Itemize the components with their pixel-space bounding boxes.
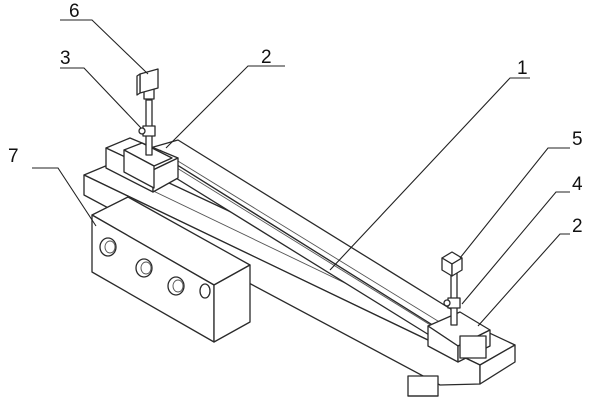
right-post-assembly (441, 251, 463, 326)
left-post-assembly (136, 68, 159, 156)
right-end-block (427, 311, 491, 363)
knob-4 (199, 283, 211, 299)
label-part-2-right: 2 (572, 216, 583, 237)
label-part-3: 3 (60, 48, 71, 69)
knob-2 (135, 258, 153, 278)
label-part-4: 4 (572, 174, 583, 195)
label-part-2-left: 2 (261, 47, 272, 68)
part-labels: 6 3 2 1 5 4 2 7 (8, 1, 583, 237)
left-end-block (105, 137, 179, 193)
sensor-head (441, 251, 463, 277)
label-part-5: 5 (572, 129, 583, 150)
knob-1 (99, 237, 117, 257)
label-part-7: 7 (8, 146, 19, 167)
label-part-6: 6 (69, 1, 80, 22)
label-part-1: 1 (517, 58, 528, 79)
leader-lines (32, 19, 570, 327)
knob-3 (167, 276, 185, 296)
sensor-plate (136, 68, 159, 96)
control-box (91, 196, 251, 343)
base-foot (407, 375, 439, 397)
